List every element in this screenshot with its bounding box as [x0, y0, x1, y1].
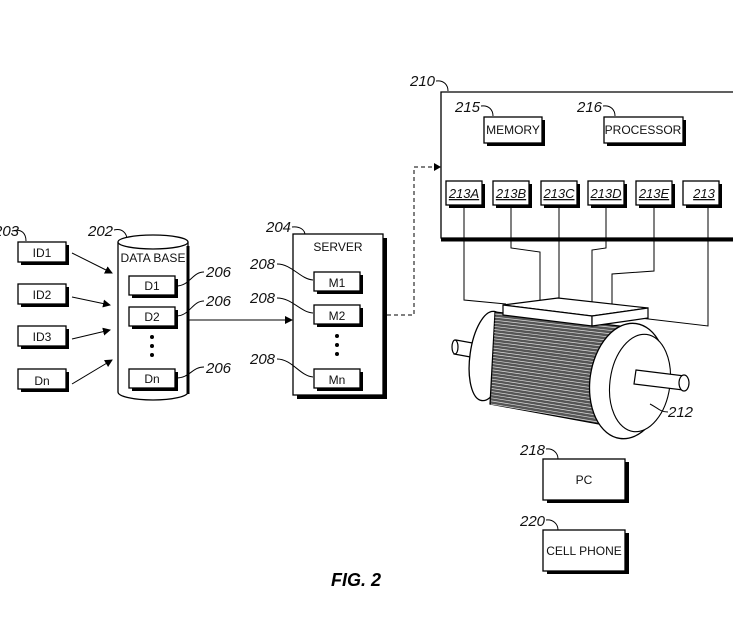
register-label: 213B [495, 186, 527, 201]
database-cylinder-top [117, 234, 189, 250]
ellipsis-dots [150, 335, 154, 357]
register-label: 213C [542, 186, 575, 201]
module-m1: M1 [313, 271, 363, 294]
register-213b: 213B [492, 180, 532, 208]
figure-caption: FIG. 2 [331, 570, 381, 590]
memory-ref: 215 [454, 99, 481, 116]
module-label: M1 [329, 276, 346, 290]
ellipsis-dots [335, 334, 339, 356]
input-label: ID2 [33, 288, 52, 302]
register-213c: 213C [540, 180, 580, 208]
motor-rib [494, 319, 618, 335]
record-d2: D2 [128, 306, 178, 329]
motor-rib [490, 403, 611, 425]
register-213e: 213E [635, 180, 675, 208]
device-ref: 220 [519, 513, 546, 530]
controller-ref: 210 [409, 73, 436, 90]
leader-line [602, 105, 616, 117]
device-ref: 218 [519, 442, 546, 459]
leader-line [545, 519, 559, 531]
memory-label: MEMORY [486, 123, 540, 137]
arrowhead [434, 163, 441, 171]
register-label: 213 [692, 186, 715, 201]
arrow [71, 252, 113, 274]
record-ref: 206 [205, 264, 232, 281]
device-label: CELL PHONE [546, 544, 622, 558]
input-group: 203 ID1 ID2 ID3 Dn [0, 223, 113, 392]
arrow [71, 296, 111, 308]
input-label: Dn [34, 374, 49, 388]
controller: 210 215 MEMORY 216 PROCESSOR 213A 213B 2… [409, 73, 733, 242]
leader-line [175, 271, 205, 287]
input-box-id1: ID1 [17, 241, 69, 265]
input-label: ID3 [33, 330, 52, 344]
leader-line [649, 403, 669, 413]
leader-line [480, 105, 494, 117]
arrow [71, 327, 111, 340]
record-ref: 206 [205, 360, 232, 377]
motor-rib [493, 335, 617, 352]
register-213f: 213 [682, 180, 722, 208]
motor-rib [494, 316, 618, 332]
motor-rib [493, 338, 616, 355]
arrow [71, 359, 113, 385]
register-213a: 213A [445, 180, 485, 208]
server-to-controller-connection [387, 166, 436, 316]
leader-line [175, 366, 205, 379]
motor-rib [494, 322, 618, 339]
record-label: D2 [144, 310, 160, 324]
input-box-dn: Dn [17, 368, 69, 392]
database-title: DATA BASE [121, 251, 186, 265]
leader-line [545, 448, 559, 460]
module-ref: 208 [249, 351, 276, 368]
database-ref: 202 [87, 223, 114, 240]
server-title: SERVER [313, 240, 362, 254]
record-label: Dn [144, 372, 159, 386]
motor-rib [494, 329, 617, 345]
device-pc: 218 PC [519, 442, 629, 503]
record-dn: Dn [128, 368, 178, 391]
motor-rib [491, 397, 611, 418]
input-group-ref: 203 [0, 223, 20, 240]
record-ref: 206 [205, 293, 232, 310]
motor-rib [491, 391, 612, 412]
motor-rib [491, 394, 611, 415]
leader-line [175, 300, 205, 317]
leader-line [276, 297, 314, 314]
device-label: PC [576, 473, 593, 487]
motor-ref: 212 [667, 404, 694, 421]
module-label: M2 [329, 309, 346, 323]
register-wires [463, 205, 709, 327]
record-label: D1 [144, 279, 160, 293]
motor-rib [494, 332, 617, 349]
record-d1: D1 [128, 275, 178, 298]
input-label: ID1 [33, 246, 52, 260]
server: 204 SERVER M1 M2 Mn 208 208 208 [249, 219, 387, 399]
register-label: 213A [448, 186, 479, 201]
motor: 212 [451, 297, 694, 440]
input-box-id2: ID2 [17, 283, 69, 307]
motor-rib [494, 326, 617, 342]
processor-label: PROCESSOR [605, 123, 682, 137]
leader-line [276, 358, 314, 378]
module-label: Mn [329, 373, 346, 387]
device-cell-phone: 220 CELL PHONE [519, 513, 629, 574]
leader-line [276, 263, 314, 281]
server-ref: 204 [265, 219, 291, 236]
register-label: 213D [589, 186, 621, 201]
register-213d: 213D [587, 180, 627, 208]
module-ref: 208 [249, 290, 276, 307]
module-m2: M2 [313, 304, 363, 327]
processor-ref: 216 [576, 99, 603, 116]
database: 202 DATA BASE D1 D2 Dn 206 206 [87, 223, 232, 401]
module-mn: Mn [313, 368, 363, 391]
motor-rib [491, 400, 611, 422]
leader-line [11, 229, 27, 242]
input-box-id3: ID3 [17, 325, 69, 349]
leader-line [435, 80, 449, 92]
register-label: 213E [638, 186, 670, 201]
module-ref: 208 [249, 256, 276, 273]
